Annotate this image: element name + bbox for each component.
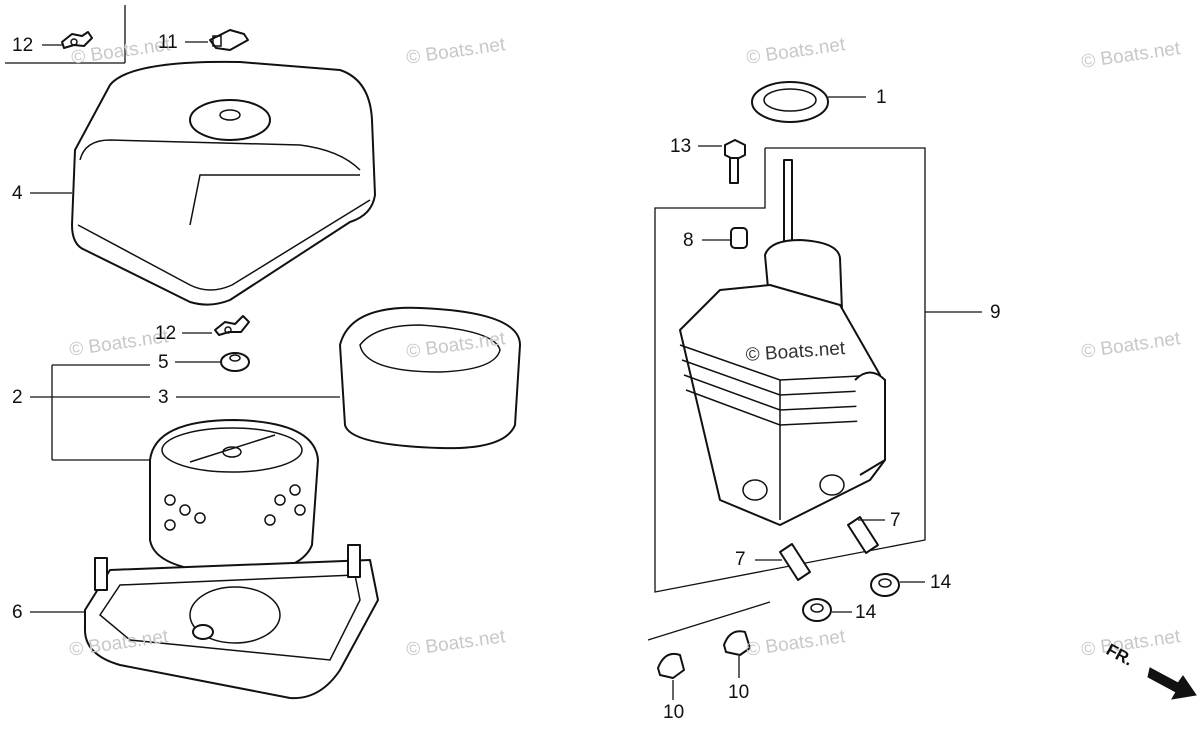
callout-6: 6 <box>12 602 23 623</box>
callout-11: 11 <box>158 32 178 53</box>
collar-part <box>730 227 748 249</box>
callout-10-left: 10 <box>663 702 685 723</box>
callout-13: 13 <box>670 136 692 157</box>
lower-frame <box>647 601 771 641</box>
callout-2: 2 <box>12 387 23 408</box>
callout-1: 1 <box>876 87 887 108</box>
grommet-part <box>220 352 250 372</box>
callout-12-mid: 12 <box>155 323 177 344</box>
callout-10-right: 10 <box>728 682 750 703</box>
callout-14-left: 14 <box>855 602 877 623</box>
cap-nut-left <box>657 652 685 679</box>
foam-element <box>339 306 521 450</box>
cap-nut-right <box>723 630 751 656</box>
bolt-part <box>724 139 746 184</box>
callout-7-upper: 7 <box>890 510 901 531</box>
seal-ring <box>751 81 829 123</box>
callout-5: 5 <box>158 352 169 373</box>
callout-8: 8 <box>683 230 694 251</box>
nut-part-right <box>870 573 900 597</box>
callout-7-lower: 7 <box>735 549 746 570</box>
tube-part-upper <box>847 516 879 554</box>
air-cleaner-cover <box>71 60 376 306</box>
paper-element <box>149 419 319 575</box>
wing-nut-part-top <box>61 31 93 49</box>
wing-nut-part-mid <box>214 315 250 336</box>
tube-part-lower <box>779 543 811 581</box>
callout-4: 4 <box>12 183 23 204</box>
element-bracket <box>30 364 150 461</box>
callout-3: 3 <box>158 387 169 408</box>
callout-9: 9 <box>990 302 1001 323</box>
oil-bath-case <box>679 159 886 526</box>
tank-frame <box>654 147 926 593</box>
front-direction-arrow <box>1147 667 1197 700</box>
nut-part-left <box>802 598 832 622</box>
callout-14-right: 14 <box>930 572 952 593</box>
corner-frame <box>5 5 126 64</box>
callout-12-top: 12 <box>12 35 34 56</box>
clip-part <box>209 29 249 51</box>
air-cleaner-base <box>84 544 379 700</box>
